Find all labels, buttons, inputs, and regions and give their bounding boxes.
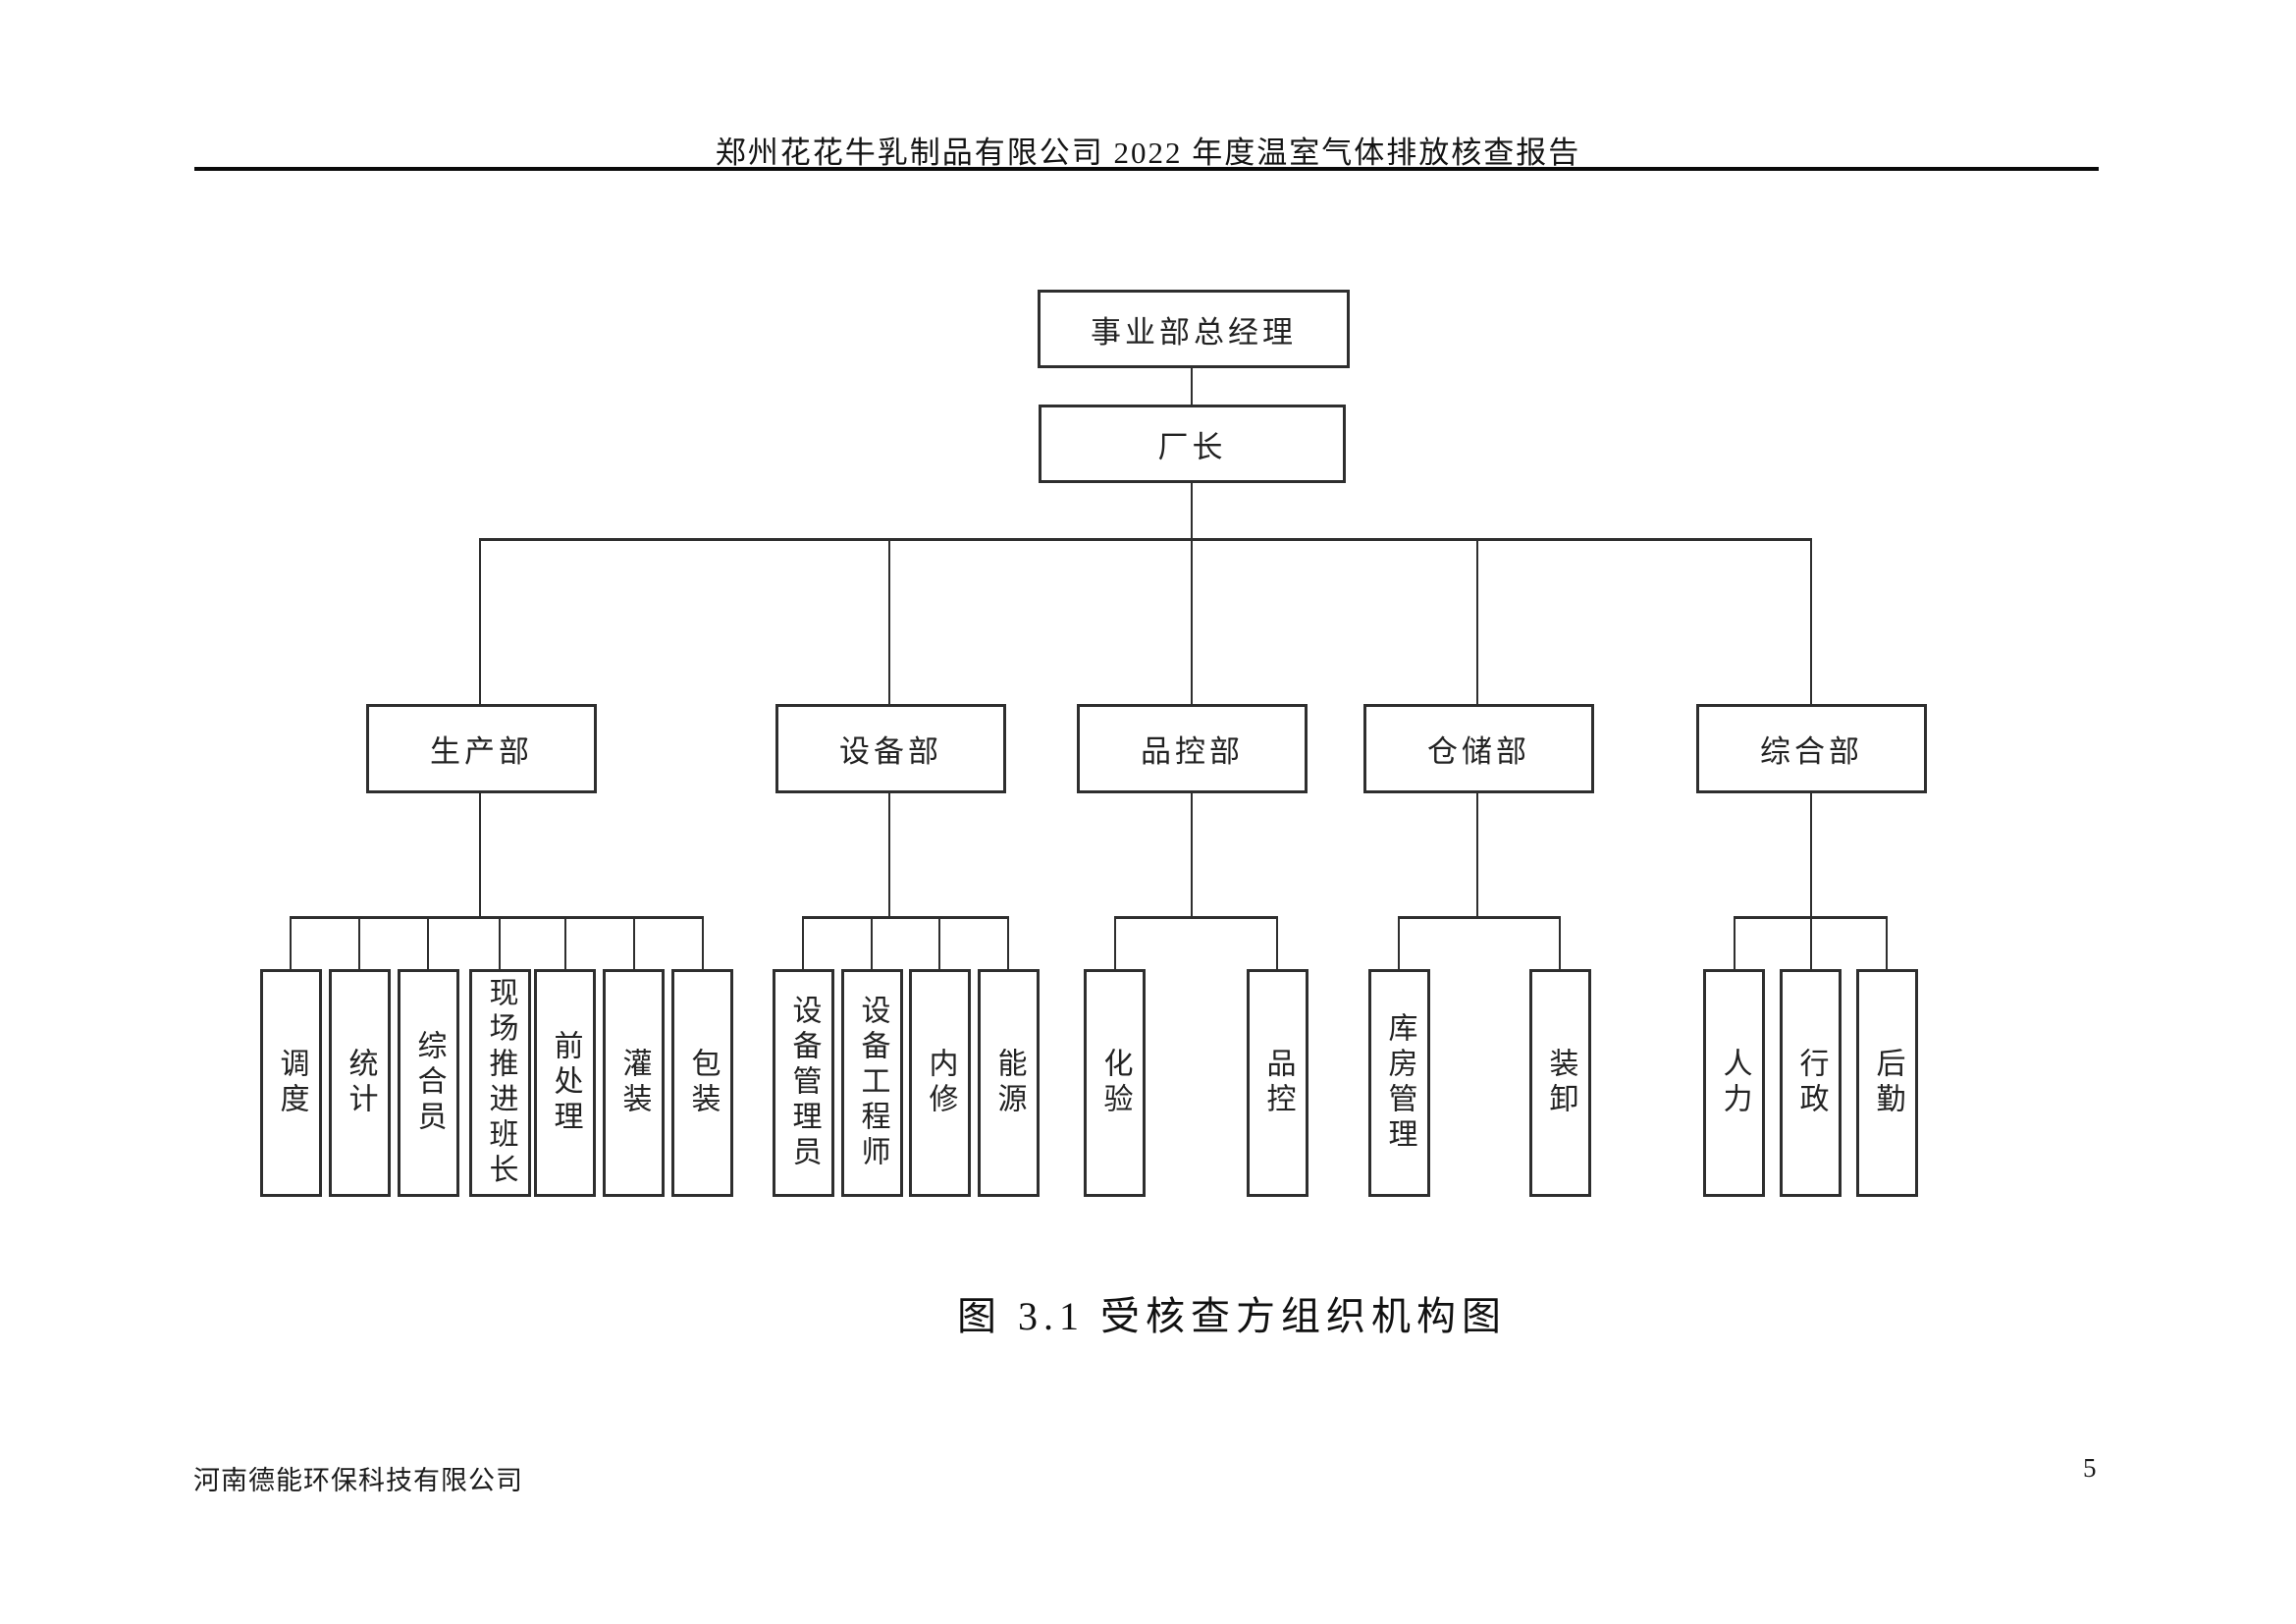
connector-line: [479, 539, 481, 704]
connector-line: [1191, 793, 1193, 917]
connector-line: [1734, 916, 1888, 919]
connector-line: [479, 538, 1812, 541]
connector-line: [290, 917, 292, 969]
connector-line: [1734, 917, 1735, 969]
connector-line: [938, 917, 940, 969]
org-node-child-energy: 能源: [978, 969, 1040, 1197]
org-node-child-internal-repair: 内修: [909, 969, 971, 1197]
org-node-child-coordinator: 综合员: [398, 969, 459, 1197]
connector-line: [1114, 917, 1116, 969]
connector-line: [499, 917, 501, 969]
org-node-child-loading: 装卸: [1529, 969, 1591, 1197]
org-node-factory-director: 厂长: [1039, 405, 1346, 483]
connector-line: [888, 793, 890, 917]
footer-company-name: 河南德能环保科技有限公司: [193, 1466, 523, 1495]
org-node-dept-general: 综合部: [1696, 704, 1927, 793]
connector-line: [802, 917, 804, 969]
connector-line: [802, 916, 1009, 919]
connector-line: [1114, 916, 1278, 919]
org-node-child-lab-test: 化验: [1084, 969, 1146, 1197]
connector-line: [702, 917, 704, 969]
org-node-root: 事业部总经理: [1038, 290, 1350, 368]
document-header-title: 郑州花花牛乳制品有限公司 2022 年度温室气体排放核查报告: [715, 135, 1581, 170]
org-node-child-equipment-engineer: 设备工程师: [841, 969, 903, 1197]
org-node-child-logistics: 后勤: [1856, 969, 1918, 1197]
org-node-child-quality-control: 品控: [1247, 969, 1308, 1197]
connector-line: [358, 917, 360, 969]
org-node-child-human-resources: 人力: [1703, 969, 1765, 1197]
connector-line: [1398, 917, 1400, 969]
org-node-child-filling: 灌装: [603, 969, 665, 1197]
header-rule: [194, 167, 2099, 171]
org-node-child-statistics: 统计: [329, 969, 391, 1197]
connector-line: [290, 916, 704, 919]
connector-line: [1476, 793, 1478, 917]
figure-caption: 图 3.1 受核查方组织机构图: [957, 1294, 1507, 1338]
connector-line: [479, 793, 481, 917]
connector-line: [1191, 539, 1193, 704]
connector-line: [1810, 793, 1812, 969]
connector-line: [1276, 917, 1278, 969]
connector-line: [871, 917, 873, 969]
org-node-dept-quality: 品控部: [1077, 704, 1308, 793]
connector-line: [1476, 539, 1478, 704]
connector-line: [1810, 539, 1812, 704]
connector-line: [564, 917, 566, 969]
org-node-child-pretreatment: 前处理: [534, 969, 596, 1197]
org-node-dept-equipment: 设备部: [775, 704, 1006, 793]
connector-line: [1886, 917, 1888, 969]
connector-line: [1191, 483, 1193, 539]
page-number: 5: [2083, 1453, 2097, 1483]
org-node-child-warehouse-management: 库房管理: [1368, 969, 1430, 1197]
org-node-child-packaging: 包装: [671, 969, 733, 1197]
org-node-child-administration: 行政: [1780, 969, 1842, 1197]
org-node-child-site-foreman: 现场推进班长: [469, 969, 531, 1197]
connector-line: [1007, 917, 1009, 969]
org-node-dept-production: 生产部: [366, 704, 597, 793]
org-node-dept-warehouse: 仓储部: [1363, 704, 1594, 793]
org-node-child-equipment-manager: 设备管理员: [773, 969, 834, 1197]
connector-line: [888, 539, 890, 704]
connector-line: [1191, 368, 1193, 405]
connector-line: [1559, 917, 1561, 969]
org-node-child-dispatch: 调度: [260, 969, 322, 1197]
connector-line: [1398, 916, 1561, 919]
connector-line: [633, 917, 635, 969]
connector-line: [427, 917, 429, 969]
